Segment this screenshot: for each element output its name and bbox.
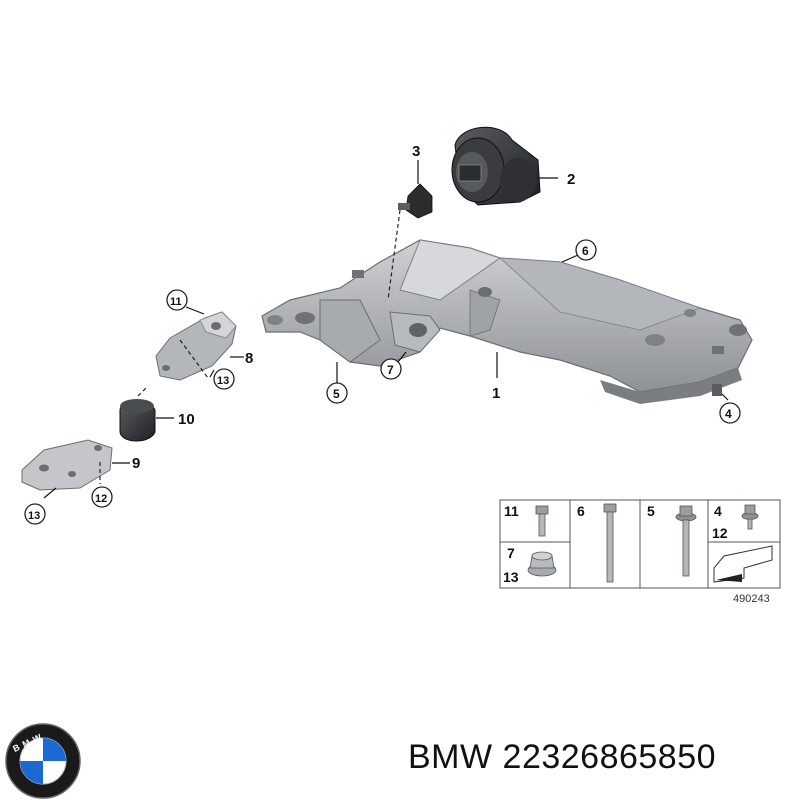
svg-text:2: 2 <box>567 171 575 188</box>
small-bracket <box>155 311 237 381</box>
svg-text:10: 10 <box>178 411 195 428</box>
svg-text:11: 11 <box>170 296 182 308</box>
svg-text:6: 6 <box>582 244 589 258</box>
callout-12: 12 <box>91 486 113 508</box>
leader-lines <box>43 160 729 499</box>
svg-text:9: 9 <box>132 455 140 472</box>
callout-5: 5 <box>326 382 348 404</box>
rubber-buffer <box>119 387 156 442</box>
fastener-table: 11 6 5 4 12 7 13 <box>499 499 781 605</box>
bolt-stud-icon <box>741 504 759 530</box>
callout-13-upper: 13 <box>213 368 235 390</box>
callout-2: 2 <box>567 171 575 188</box>
direction-arrow-icon <box>713 545 773 583</box>
bolt-long-icon <box>603 503 617 583</box>
svg-text:3: 3 <box>412 143 420 160</box>
svg-text:7: 7 <box>387 363 394 377</box>
diagram-code: 490243 <box>733 593 770 605</box>
svg-text:1: 1 <box>492 385 500 402</box>
svg-text:8: 8 <box>245 350 253 367</box>
table-cell-5: 5 <box>647 503 655 519</box>
svg-text:13: 13 <box>217 375 229 387</box>
callout-6: 6 <box>575 239 597 261</box>
bottom-plate <box>21 439 113 491</box>
callout-1: 1 <box>492 385 500 402</box>
callout-11: 11 <box>166 289 188 311</box>
table-cell-13: 13 <box>503 569 519 585</box>
table-cell-6: 6 <box>577 503 585 519</box>
svg-text:12: 12 <box>95 493 107 505</box>
svg-text:13: 13 <box>28 510 40 522</box>
callout-3: 3 <box>412 143 420 160</box>
callout-10: 10 <box>178 411 195 428</box>
table-cell-7: 7 <box>507 545 515 561</box>
transmission-support-bracket <box>261 239 753 404</box>
bolt-medium-icon <box>675 505 697 577</box>
callout-13-lower: 13 <box>24 503 46 525</box>
buffer-stud <box>387 183 433 301</box>
table-cell-12: 12 <box>712 525 728 541</box>
svg-text:4: 4 <box>725 407 732 421</box>
transmission-mount <box>451 126 541 206</box>
bmw-logo: BMW <box>5 723 81 799</box>
part-number-caption: BMW 22326865850 <box>408 738 717 776</box>
table-cell-4: 4 <box>714 503 722 519</box>
flange-nut-icon <box>527 551 557 577</box>
svg-text:5: 5 <box>333 387 340 401</box>
callout-9: 9 <box>132 455 140 472</box>
table-cell-11: 11 <box>504 503 519 519</box>
bolt-short-icon <box>535 505 549 537</box>
callout-7: 7 <box>380 358 402 380</box>
callout-4: 4 <box>719 402 741 424</box>
callout-8: 8 <box>245 350 253 367</box>
